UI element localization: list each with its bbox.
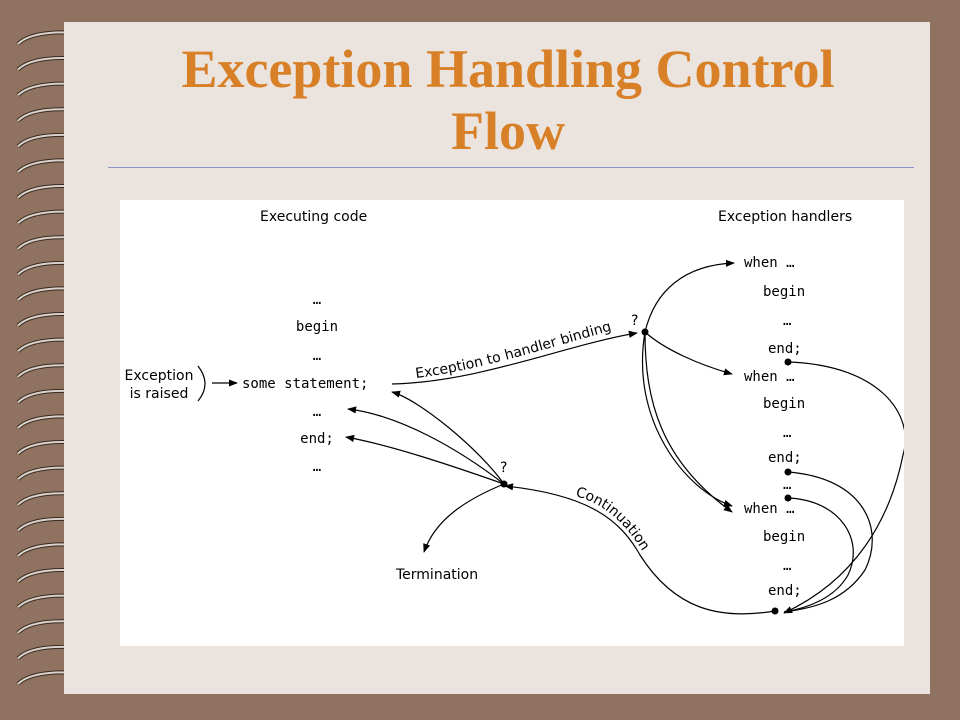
handler-line: begin — [763, 529, 805, 545]
handler-line: when … — [744, 255, 795, 271]
slide-title: Exception Handling Control Flow — [181, 39, 835, 161]
handler-line: … — [783, 558, 791, 574]
handler-line: begin — [763, 396, 805, 412]
termination-arrow — [423, 483, 505, 553]
handler-line: end; — [768, 450, 802, 466]
code-line: … — [313, 459, 321, 475]
executing-code-block: … begin … some statement; … end; … — [242, 292, 368, 475]
handler-1: when … begin … end; — [744, 255, 805, 357]
executing-code-label: Executing code — [260, 209, 367, 225]
exception-handlers-label: Exception handlers — [718, 209, 852, 225]
handler-line: … — [783, 313, 791, 329]
handler-line: when … — [744, 501, 795, 517]
arrow-to-end — [345, 434, 505, 485]
handler-line: end; — [768, 341, 802, 357]
code-line: … — [313, 404, 321, 420]
code-line: … — [313, 348, 321, 364]
handler-ellipsis: … — [783, 477, 791, 493]
code-line-raising-statement: some statement; — [242, 376, 368, 392]
arrow-to-statement — [391, 390, 505, 485]
continuation-arrow — [504, 483, 776, 615]
return-question-mark: ? — [500, 460, 507, 476]
diagram-panel: Executing code Exception handlers … begi… — [120, 200, 904, 646]
handler-3: when … begin … end; — [744, 501, 805, 599]
binding-arrow — [391, 330, 638, 385]
arrow-to-handler-2 — [644, 331, 733, 376]
handler-line: when … — [744, 369, 795, 385]
continuation-label: Continuation — [574, 484, 653, 553]
arrow-to-handler-1 — [644, 259, 735, 333]
code-line: end; — [300, 431, 334, 447]
handler-line: begin — [763, 284, 805, 300]
exception-raised-label: Exception — [125, 368, 194, 384]
termination-label: Termination — [395, 567, 478, 583]
handler-line: … — [783, 425, 791, 441]
code-line: … — [313, 292, 321, 308]
raised-brace — [197, 365, 206, 402]
return-arc-handler-2 — [783, 471, 873, 613]
handler-line: end; — [768, 583, 802, 599]
exception-raised-label-line2: is raised — [130, 386, 189, 402]
title-divider — [108, 167, 914, 168]
binding-label: Exception to handler binding — [414, 319, 613, 382]
arrow-to-next-line — [347, 406, 505, 485]
binding-question-mark: ? — [631, 313, 638, 329]
return-arrow-handler-1 — [783, 361, 904, 614]
code-line: begin — [296, 319, 338, 335]
handler-2: when … begin … end; — [744, 369, 805, 466]
return-arc-handler-gap — [783, 497, 854, 613]
arrow-to-handler-3b — [644, 331, 733, 513]
